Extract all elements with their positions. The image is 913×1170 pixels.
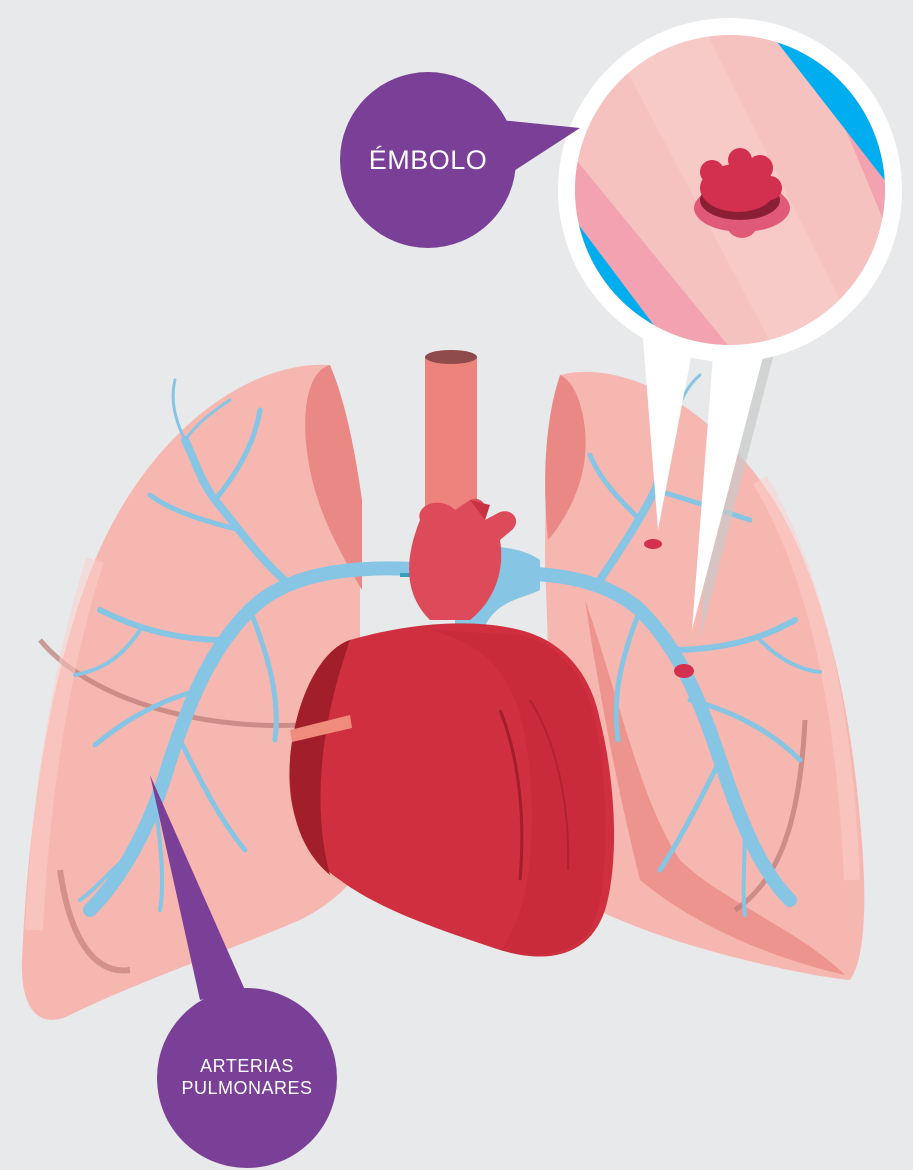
embolus-label-text: ÉMBOLO xyxy=(369,145,488,175)
arteries-label-line1: ARTERIAS xyxy=(200,1056,294,1076)
arteries-label-line2: PULMONARES xyxy=(181,1078,312,1098)
embolus-dot-upper xyxy=(644,539,662,549)
embolus-dot-lower xyxy=(674,664,694,678)
embolus-label: ÉMBOLO xyxy=(340,72,580,248)
